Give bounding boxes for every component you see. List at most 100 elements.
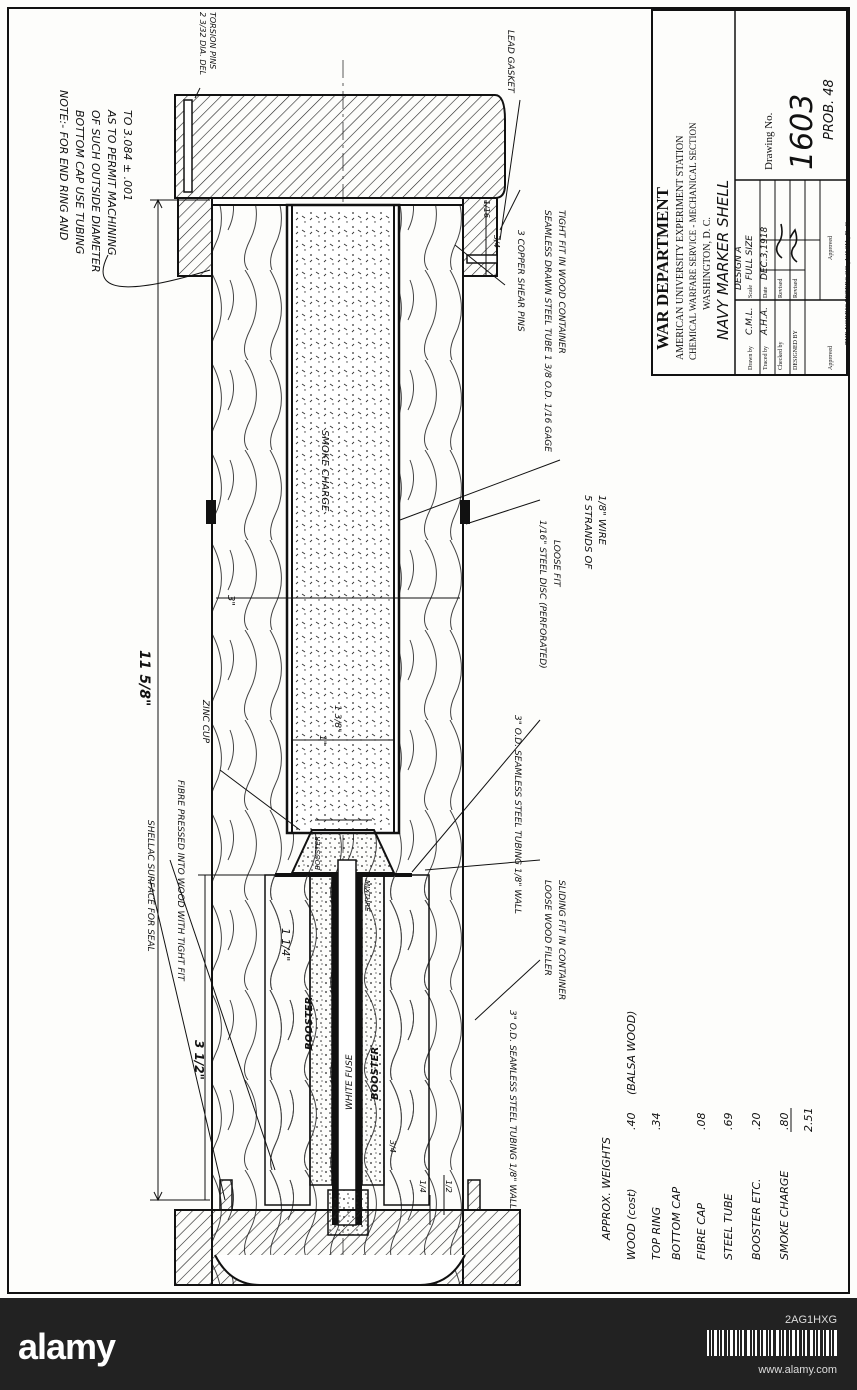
weight-value-3: .08 — [695, 1113, 708, 1131]
barcode-icon — [707, 1330, 837, 1356]
drawing-no-label: Drawing No. — [763, 112, 775, 170]
top-ring-left — [177, 197, 213, 277]
department-title: WAR DEPARTMENT — [653, 186, 672, 350]
image-id: 2AG1HXG — [785, 1314, 837, 1326]
torsion-pins-2: TORSION PINS — [208, 12, 217, 69]
tubing-label-lower: 3" O.D. SEAMLESS STEEL TUBING 1/8" WALL — [507, 1010, 517, 1209]
bottom-booster — [327, 1189, 369, 1236]
wire-band-left — [206, 500, 216, 524]
shellac-label: SHELLAC SURFACE FOR SEAL — [145, 820, 155, 952]
smoke-charge-label: SMOKE CHARGE — [319, 430, 330, 512]
title-block: WAR DEPARTMENT AMERICAN UNIVERSITY EXPER… — [651, 9, 852, 376]
end-ring-note-4: AS TO PERMIT MACHINING — [105, 109, 118, 256]
top-cap — [174, 94, 506, 199]
weight-item-6: SMOKE CHARGE — [778, 1171, 791, 1260]
revised-label-2: Revised — [793, 279, 799, 298]
weight-item-0: WOOD (cost) — [625, 1188, 638, 1260]
site-url: www.alamy.com — [758, 1364, 837, 1376]
weight-note-0: (BALSA WOOD) — [625, 1011, 638, 1095]
steel-tube-label-2: TIGHT FIT IN WOOD CONTAINER — [556, 210, 566, 354]
approved-label-2: Approved — [828, 236, 834, 260]
mixture-label: MIXTURE — [363, 880, 371, 912]
dimension-lines — [150, 198, 487, 1225]
weight-total: 2.51 — [802, 1108, 815, 1133]
wood-filler-right — [383, 874, 430, 1206]
weight-value-0: .40 — [625, 1113, 638, 1131]
booster-top-label: BOOSTER — [314, 836, 322, 870]
weight-value-6: .80 — [778, 1113, 791, 1131]
traced-by-value: A.H.A. — [760, 307, 770, 336]
drawn-by-label: Drawn by — [748, 346, 754, 370]
weight-item-1: TOP RING — [650, 1207, 663, 1260]
approved-label: Approved — [828, 346, 834, 370]
white-fuse — [337, 859, 357, 1226]
printer-credit: THE NORRIS PETERS CO., WASH., D. C. — [844, 220, 852, 345]
designed-signature — [789, 228, 798, 263]
dim-small-5: 3/4 — [388, 1140, 397, 1153]
filler-label-2: SLIDING FIT IN CONTAINER — [556, 880, 566, 1000]
weight-value-4: .69 — [722, 1113, 735, 1131]
white-fuse-label: WHITE FUSE — [345, 1054, 355, 1110]
weight-item-2: BOTTOM CAP — [670, 1187, 683, 1260]
part-name: NAVY MARKER SHELL — [714, 180, 732, 340]
steel-tube-label-1: SEAMLESS DRAWN STEEL TUBE 1 3/8 O.D. 1/1… — [542, 210, 552, 452]
date-value: DEC.3,1918 — [760, 226, 770, 280]
end-ring-note-3: OF SUCH OUTSIDE DIAMETER — [89, 110, 102, 273]
wire-band-right — [460, 500, 470, 524]
sheet-border — [7, 7, 850, 1294]
booster-right — [361, 874, 385, 1186]
weights-table: APPROX. WEIGHTS WOOD (cost) .40 (BALSA W… — [600, 1011, 815, 1260]
base-length-dim: 3 1/2" — [192, 1040, 206, 1080]
traced-by-label: Traced by — [763, 346, 769, 370]
wood-filler-left — [264, 874, 311, 1206]
weight-item-3: FIBRE CAP — [695, 1203, 708, 1260]
weight-value-5: .20 — [750, 1113, 763, 1131]
date-label: Date — [763, 286, 769, 298]
steel-disc-label-1: 1/16" STEEL DISC (PERFORATED) — [537, 520, 547, 669]
dim-small-1: 1/16 — [482, 200, 491, 218]
station-title: AMERICAN UNIVERSITY EXPERIMENT STATION — [675, 136, 686, 360]
annotations: NOTE:- FOR END RING AND BOTTOM CAP USE T… — [57, 12, 607, 1209]
end-ring-note-1: NOTE:- FOR END RING AND — [57, 90, 70, 240]
watermark-footer: alamy 2AG1HXG www.alamy.com — [0, 1298, 857, 1390]
checked-signature — [775, 223, 783, 259]
service-title: CHEMICAL WARFARE SERVICE - MECHANICAL SE… — [688, 122, 698, 360]
booster-label-right: BOOSTER — [370, 1047, 381, 1100]
end-ring-note-2: BOTTOM CAP USE TUBING — [73, 110, 86, 254]
dim-small-3: 1/2 — [444, 1180, 453, 1193]
booster-label-left: BOOSTER — [304, 997, 315, 1050]
designed-by-label: DESIGNED BY — [793, 330, 799, 370]
tube-dia-dim: 1 3/8" — [332, 705, 342, 732]
design-label: DESIGN A — [734, 246, 744, 290]
brand-logo: alamy — [18, 1326, 116, 1367]
scale-label: Scale — [748, 285, 754, 298]
torsion-pin — [183, 99, 193, 193]
city-title: WASHINGTON, D. C. — [702, 217, 713, 310]
fibre-label: FIBRE PRESSED INTO WOOD WITH TIGHT FIT — [175, 780, 185, 982]
dim-small-4: 1/4 — [418, 1180, 427, 1193]
shell-section — [174, 60, 521, 1286]
weights-heading: APPROX. WEIGHTS — [600, 1137, 613, 1241]
leader-lines — [102, 87, 561, 1201]
checked-by-label: Checked by — [778, 342, 784, 371]
dim-small-2: 3/4 — [492, 235, 501, 248]
drawing-sheet: NOTE:- FOR END RING AND BOTTOM CAP USE T… — [7, 7, 852, 1294]
wire-label-2: 1/8" WIRE — [596, 495, 607, 546]
weight-value-1: .34 — [650, 1113, 663, 1131]
drawing-number: 1603 — [785, 94, 820, 170]
filler-label-1: LOOSE WOOD FILLER — [542, 880, 552, 976]
wire-label-1: 5 STRANDS OF — [582, 495, 593, 569]
prob-number: PROB. 48 — [822, 79, 837, 140]
drawn-by-value: C.M.L. — [745, 307, 755, 335]
fibre-seal-right — [467, 1179, 481, 1211]
weight-item-4: STEEL TUBE — [722, 1193, 735, 1260]
torsion-pins-1: 2 3/32 DIA. DEL — [198, 12, 207, 75]
tubing-label: 3" O.D. SEAMLESS STEEL TUBING 1/8" WALL — [512, 715, 522, 914]
zinc-cup-label: ZINC CUP — [200, 699, 210, 744]
end-ring-note-5: TO 3.084 ± .001 — [121, 110, 134, 201]
wood-dia-dim: 3" — [225, 595, 236, 606]
revised-label: Revised — [778, 279, 784, 298]
smoke-charge-fill — [292, 210, 394, 830]
booster-dia-dim: 1 1/4" — [279, 928, 292, 961]
weight-item-5: BOOSTER ETC. — [750, 1178, 763, 1260]
